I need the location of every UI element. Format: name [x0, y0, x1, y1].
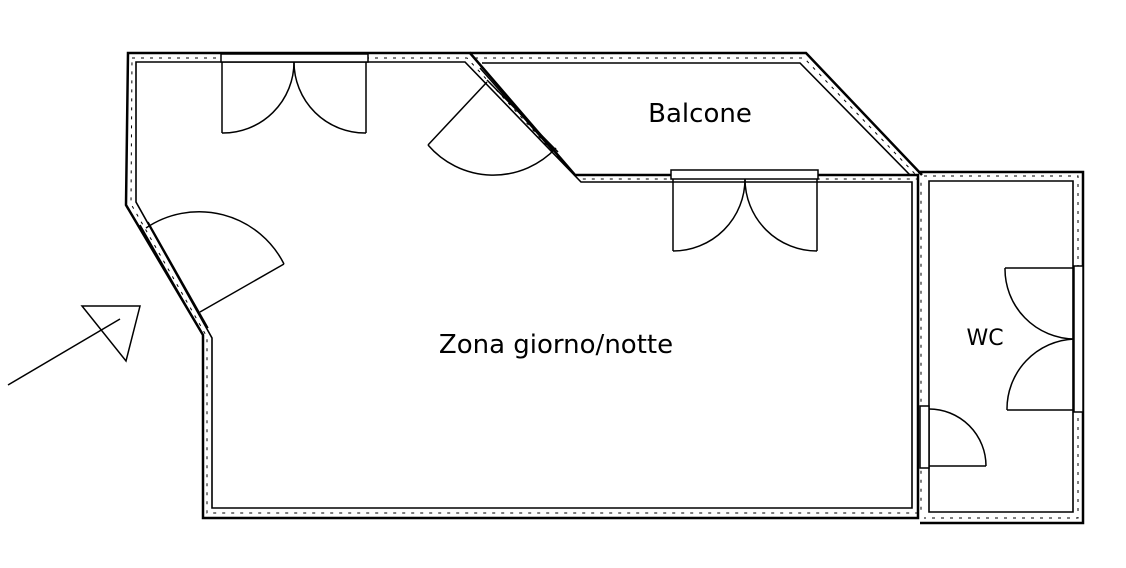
- balcony-walls: [470, 51, 923, 177]
- balcony-diagonal-door-leaf: [427, 81, 488, 146]
- balcony-double-door: [672, 178, 818, 252]
- entrance-arrow-shaft: [7, 318, 121, 386]
- balcony-label: Balcone: [648, 99, 752, 129]
- wc-right-door-frame: [1073, 265, 1084, 413]
- main-room-wall-hatch: [130, 57, 922, 514]
- doors: [145, 61, 1075, 467]
- wc-inner-door-swing: [928, 408, 987, 467]
- entry-door-leaf: [199, 263, 285, 313]
- balcony-wall-hatch: [475, 57, 918, 177]
- main-room-outer-wall: [124, 51, 920, 520]
- wc-label: WC: [966, 326, 1003, 351]
- wc-right-door-bottom-swing: [1006, 338, 1075, 411]
- top-door-left-swing: [221, 61, 295, 134]
- door-frames: [139, 53, 1084, 469]
- main-room-inner-wall: [135, 61, 913, 509]
- wc-inner-wall: [928, 180, 1074, 513]
- wc-inner-door: [928, 408, 987, 467]
- balcony-outer-wall: [470, 51, 923, 176]
- entry-door-swing: [145, 210, 285, 265]
- entry-door-frame-b: [147, 221, 209, 329]
- balcony-diagonal-door-swing: [427, 144, 557, 176]
- balcony-diagonal-door: [427, 81, 557, 176]
- balcony-door-right-swing: [744, 178, 818, 252]
- wc-inner-door-frame: [919, 405, 930, 469]
- entry-door: [145, 210, 285, 313]
- balcony-inner-wall: [482, 62, 911, 176]
- balcony-door-left-swing: [672, 178, 746, 252]
- main-room-walls: [124, 51, 922, 520]
- entrance-arrow-head: [80, 305, 141, 363]
- balcony-diagonal-door-frame-b: [486, 79, 559, 153]
- living-room-label: Zona giorno/notte: [439, 330, 673, 360]
- top-door-right-swing: [293, 61, 367, 134]
- entry-door-frame-a: [139, 224, 201, 331]
- top-double-door: [221, 61, 367, 134]
- entrance-arrow-icon: [7, 305, 141, 386]
- balcony-door-frame: [670, 169, 819, 180]
- top-door-frame: [220, 53, 369, 63]
- wc-right-door-top-swing: [1004, 267, 1075, 340]
- wc-right-double-door: [1004, 267, 1075, 411]
